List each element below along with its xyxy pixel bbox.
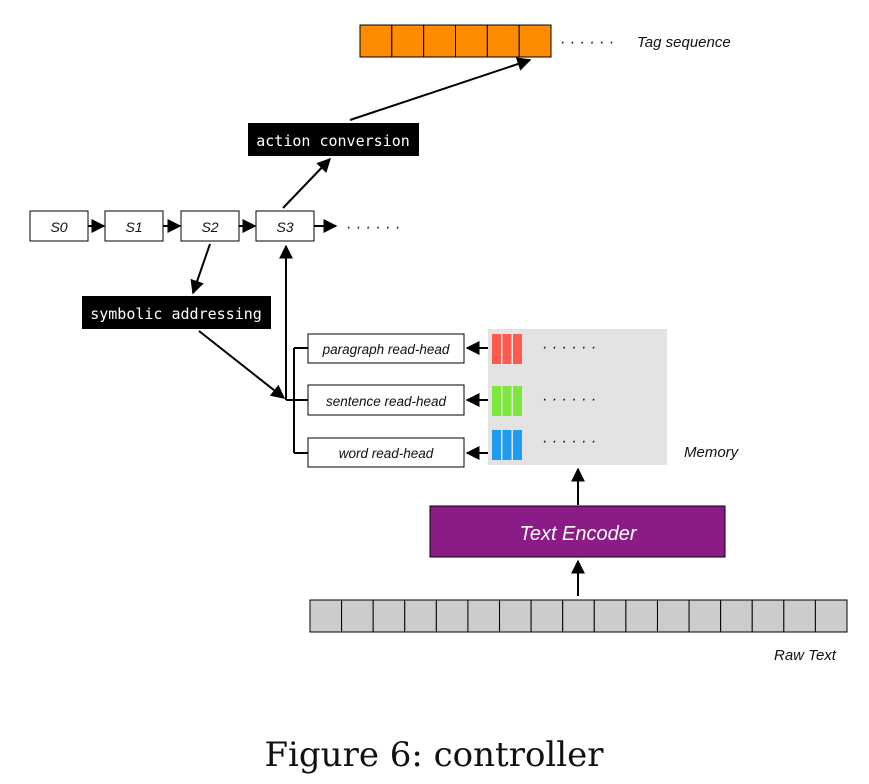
raw-text-cells (309, 599, 848, 633)
state-s0-label: S0 (50, 219, 67, 235)
raw-text-cell (404, 599, 437, 633)
memory-cell (492, 430, 501, 460)
tag-sequence-label: Tag sequence (637, 34, 731, 51)
memory-cell (502, 386, 512, 416)
tag-sequence-cell (518, 24, 552, 58)
action-conversion-box: action conversion (248, 123, 419, 156)
raw-text-cell (751, 599, 785, 633)
state-s2: S2 (180, 210, 240, 242)
memory-label: Memory (684, 444, 740, 461)
tag-sequence-cell (455, 24, 488, 58)
raw-text-cell (309, 599, 343, 633)
raw-text-cell (593, 599, 627, 633)
raw-text-cell (372, 599, 406, 633)
action-conversion-label: action conversion (256, 132, 410, 150)
symbolic-addressing-box: symbolic addressing (82, 296, 271, 329)
state-s0: S0 (29, 210, 89, 242)
state-s3-label: S3 (276, 219, 293, 235)
memory-cell (513, 430, 522, 460)
tag-sequence-cell (391, 24, 425, 58)
read-head-word: word read-head (307, 437, 465, 468)
memory-row-paragraph-ellipsis: · · · · · · (542, 339, 596, 356)
read-head-word-label: word read-head (339, 446, 434, 461)
memory-rows (492, 334, 522, 460)
memory-cell (502, 430, 512, 460)
read-head-sentence: sentence read-head (307, 384, 465, 416)
raw-text-cell (720, 599, 753, 633)
raw-text: Raw Text (309, 599, 848, 664)
symbolic-addressing-label: symbolic addressing (90, 305, 262, 323)
raw-text-cell (814, 599, 848, 633)
arrow-to-tag-sequence (349, 57, 532, 121)
raw-text-cell (530, 599, 564, 633)
memory-row-word-ellipsis: · · · · · · (542, 433, 596, 450)
tag-sequence: · · · · · · Tag sequence (359, 24, 731, 58)
state-s3: S3 (255, 210, 315, 242)
raw-text-cell (499, 599, 532, 633)
raw-text-cell (688, 599, 722, 633)
text-encoder-box: Text Encoder (429, 505, 726, 558)
tag-sequence-cell (359, 24, 393, 58)
state-s1-label: S1 (125, 219, 142, 235)
state-s1: S1 (104, 210, 164, 242)
raw-text-cell (783, 599, 816, 633)
tag-sequence-cell (423, 24, 456, 58)
state-chain: S0 S1 S2 S3 · · · · · · (29, 210, 400, 242)
state-s2-label: S2 (201, 219, 218, 235)
memory-cell (513, 386, 522, 416)
memory-cell (513, 334, 522, 364)
raw-text-label: Raw Text (774, 647, 837, 664)
raw-text-cell (435, 599, 469, 633)
text-encoder-label: Text Encoder (519, 523, 637, 545)
read-head-paragraph-label: paragraph read-head (322, 342, 450, 357)
figure-caption: Figure 6: controller (264, 735, 604, 775)
read-head-paragraph: paragraph read-head (307, 333, 465, 364)
arrow-to-read-heads (198, 330, 286, 399)
raw-text-cell (625, 599, 658, 633)
tag-sequence-cell (486, 24, 520, 58)
tag-sequence-ellipsis: · · · · · · (560, 34, 614, 51)
raw-text-cell (562, 599, 595, 633)
raw-text-cell (341, 599, 374, 633)
raw-text-cell (656, 599, 690, 633)
raw-text-cell (467, 599, 501, 633)
read-head-bracket (279, 244, 308, 454)
memory-block: · · · · · · · · · · · · · · · · · · Memo… (488, 329, 740, 465)
memory-cell (492, 386, 501, 416)
arrow-to-symbolic-addressing (190, 243, 211, 295)
state-chain-ellipsis: · · · · · · (346, 219, 400, 236)
arrow-to-action-conversion (282, 157, 331, 209)
tag-sequence-cells (359, 24, 552, 58)
memory-row-sentence-ellipsis: · · · · · · (542, 391, 596, 408)
memory-cell (492, 334, 501, 364)
read-head-sentence-label: sentence read-head (326, 394, 447, 409)
memory-cell (502, 334, 512, 364)
